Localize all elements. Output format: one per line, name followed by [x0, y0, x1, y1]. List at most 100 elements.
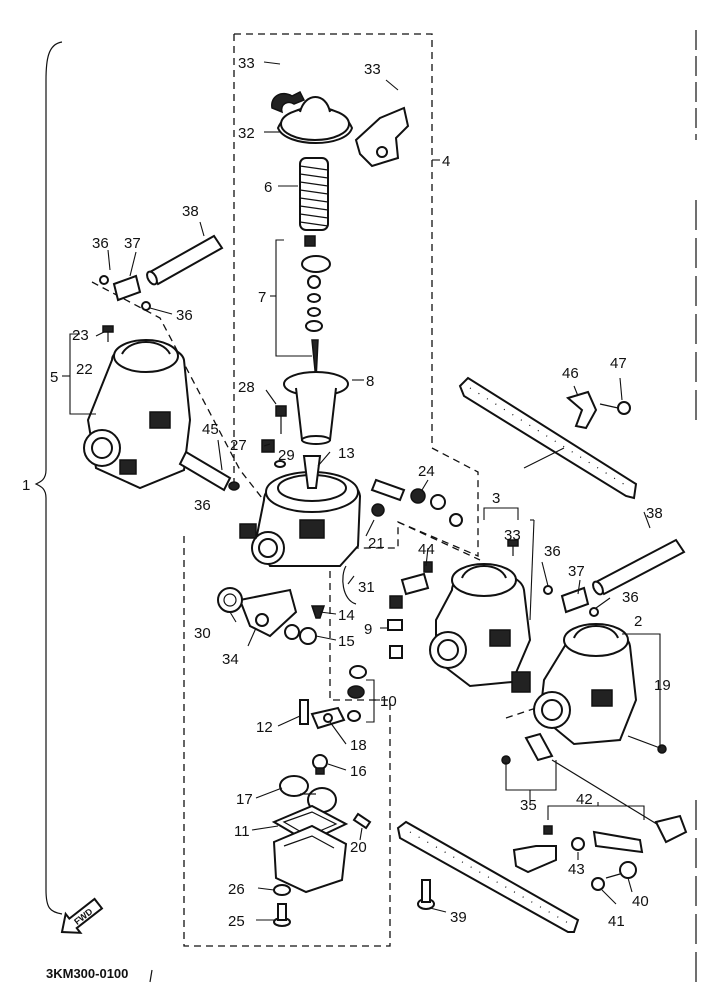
callout-35: 35: [520, 797, 537, 814]
screw-47: [599, 401, 631, 415]
callout-32: 32: [238, 125, 255, 142]
callout-47: 47: [610, 355, 627, 372]
callout-43: 43: [568, 861, 585, 878]
washer-41: [591, 877, 605, 891]
fuel-pipe-38-right: [592, 538, 686, 596]
screw-39: [417, 879, 435, 910]
washer-26: [273, 884, 291, 896]
screw-21: [371, 503, 385, 517]
drawing-code-tick: [149, 969, 153, 983]
diaphragm-cover-32: [276, 96, 354, 144]
needle-jet-13: [302, 455, 322, 489]
piston-diaphragm-8: [283, 371, 349, 445]
callout-36-left: 36: [176, 307, 193, 324]
callout-12: 12: [256, 719, 273, 736]
needle-valve-14: [310, 605, 326, 619]
fuel-pipe-38-left: [146, 234, 224, 286]
callout-9: 9: [364, 621, 372, 638]
bracket-46: [565, 390, 598, 430]
choke-cable-42: [543, 759, 688, 854]
lever-34: [238, 588, 298, 638]
pin-20: [352, 812, 372, 830]
callout-23: 23: [72, 327, 89, 344]
fuel-joint-left: [99, 274, 151, 311]
pilot-screw-set-27: [261, 405, 287, 468]
adjuster-45: [178, 450, 240, 492]
callout-36-center: 36: [194, 497, 211, 514]
callout-8: 8: [366, 373, 374, 390]
callout-10: 10: [380, 693, 397, 710]
callout-37-left: 37: [124, 235, 141, 252]
lower-bar: [396, 820, 580, 933]
screw-25: [273, 903, 291, 927]
callout-25: 25: [228, 913, 245, 930]
main-jet-15: [284, 624, 317, 645]
callout-37-right: 37: [568, 563, 585, 580]
callout-19: 19: [654, 677, 671, 694]
spring-30: [217, 587, 243, 613]
callout-38-right: 38: [646, 505, 663, 522]
leader-lines: [62, 61, 661, 921]
callout-5: 5: [50, 369, 58, 386]
callout-33-top-right: 33: [364, 61, 381, 78]
jet-set-10: [347, 665, 367, 722]
callout-13: 13: [338, 445, 355, 462]
callout-24: 24: [418, 463, 435, 480]
callout-7: 7: [258, 289, 266, 306]
callout-39: 39: [450, 909, 467, 926]
plunger-bracket: [512, 845, 557, 874]
callout-18: 18: [350, 737, 367, 754]
carburetor-assembly-3: [429, 563, 532, 693]
callout-15: 15: [338, 633, 355, 650]
callout-38-left: 38: [182, 203, 199, 220]
callout-41: 41: [608, 913, 625, 930]
carburetor-assembly-5: [83, 339, 192, 490]
dashed-link-35: [505, 699, 561, 719]
callout-42: 42: [576, 791, 593, 808]
dashed-group-lower: [183, 536, 391, 947]
callout-30: 30: [194, 625, 211, 642]
screw-40: [605, 861, 637, 879]
screw-33-right: [507, 539, 519, 556]
callout-labels: 1 2 3 4 5 6 7 8 9 10 11 12 13 14 15 16 1…: [22, 55, 671, 930]
callout-3: 3: [492, 490, 500, 507]
dashed-group-right: [397, 521, 481, 561]
callout-22: 22: [76, 361, 93, 378]
callout-44: 44: [418, 541, 435, 558]
upper-bar: [458, 376, 638, 500]
hose-31: [342, 565, 357, 605]
callout-11: 11: [234, 823, 250, 840]
throttle-stop-bracket-4: [354, 106, 410, 168]
screw-12: [299, 699, 309, 725]
callout-31: 31: [358, 579, 375, 596]
plate-18: [310, 706, 346, 730]
callout-26: 26: [228, 881, 245, 898]
float-bowl: [272, 824, 348, 894]
bracket-35: [501, 732, 554, 765]
hose-clamp: [271, 90, 306, 114]
carburetor-assembly-2: [533, 623, 638, 746]
dashed-group-4: [234, 33, 479, 557]
callout-14: 14: [338, 607, 355, 624]
callout-33-middle: 33: [504, 527, 521, 544]
callout-4: 4: [442, 153, 450, 170]
callout-20: 20: [350, 839, 367, 856]
jet-needle-set-7: [301, 235, 331, 381]
callout-17: 17: [236, 791, 253, 808]
throttle-spring-24: [370, 478, 463, 527]
drawing-code: 3KM300-0100: [46, 966, 128, 981]
callout-28: 28: [238, 379, 255, 396]
jet-set-9: [387, 595, 403, 659]
callout-2: 2: [634, 613, 642, 630]
callout-45: 45: [202, 421, 219, 438]
callout-40: 40: [632, 893, 649, 910]
callout-33-top-left: 33: [238, 55, 255, 72]
assembly-bracket: [34, 41, 63, 915]
carburetor-body-center: [239, 471, 362, 567]
callout-36-right-upper: 36: [544, 543, 561, 560]
callout-21: 21: [368, 535, 385, 552]
callout-27: 27: [230, 437, 247, 454]
callout-16: 16: [350, 763, 367, 780]
callout-29: 29: [278, 447, 295, 464]
